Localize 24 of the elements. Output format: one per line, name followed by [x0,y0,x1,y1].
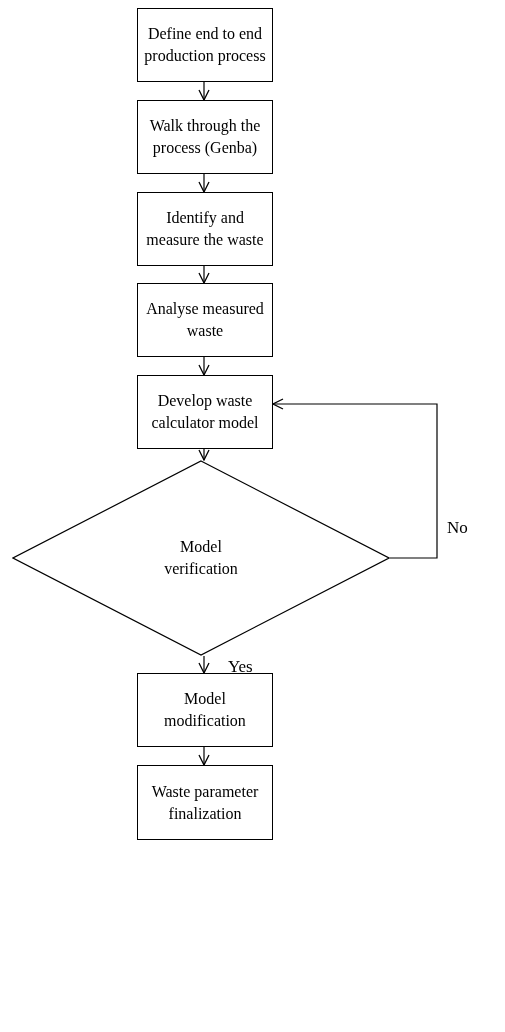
arrow [198,356,210,376]
decision-diamond [12,460,390,656]
arrow [198,265,210,284]
node-text: Analyse measured waste [145,299,265,341]
node-text: Waste parameter finalization [150,781,260,824]
process-box [137,673,273,747]
arrow [198,448,210,461]
process-box [137,100,273,174]
arrow [198,81,210,101]
process-box [137,283,273,357]
node-text: Model verification [163,537,239,579]
arrow [198,746,210,766]
node-text: Develop waste calculator model [150,391,260,433]
node-text: Identify and measure the waste [145,208,265,250]
node-text: Define end to end production process [143,24,267,67]
process-box [137,765,273,840]
node-text: Walk through the process (Genba) [148,116,262,159]
arrow [198,173,210,193]
arrow [198,655,210,674]
process-box [137,192,273,266]
node-text: Model modification [163,689,247,731]
arrow [272,398,438,559]
process-box [137,8,273,82]
process-box [137,375,273,449]
